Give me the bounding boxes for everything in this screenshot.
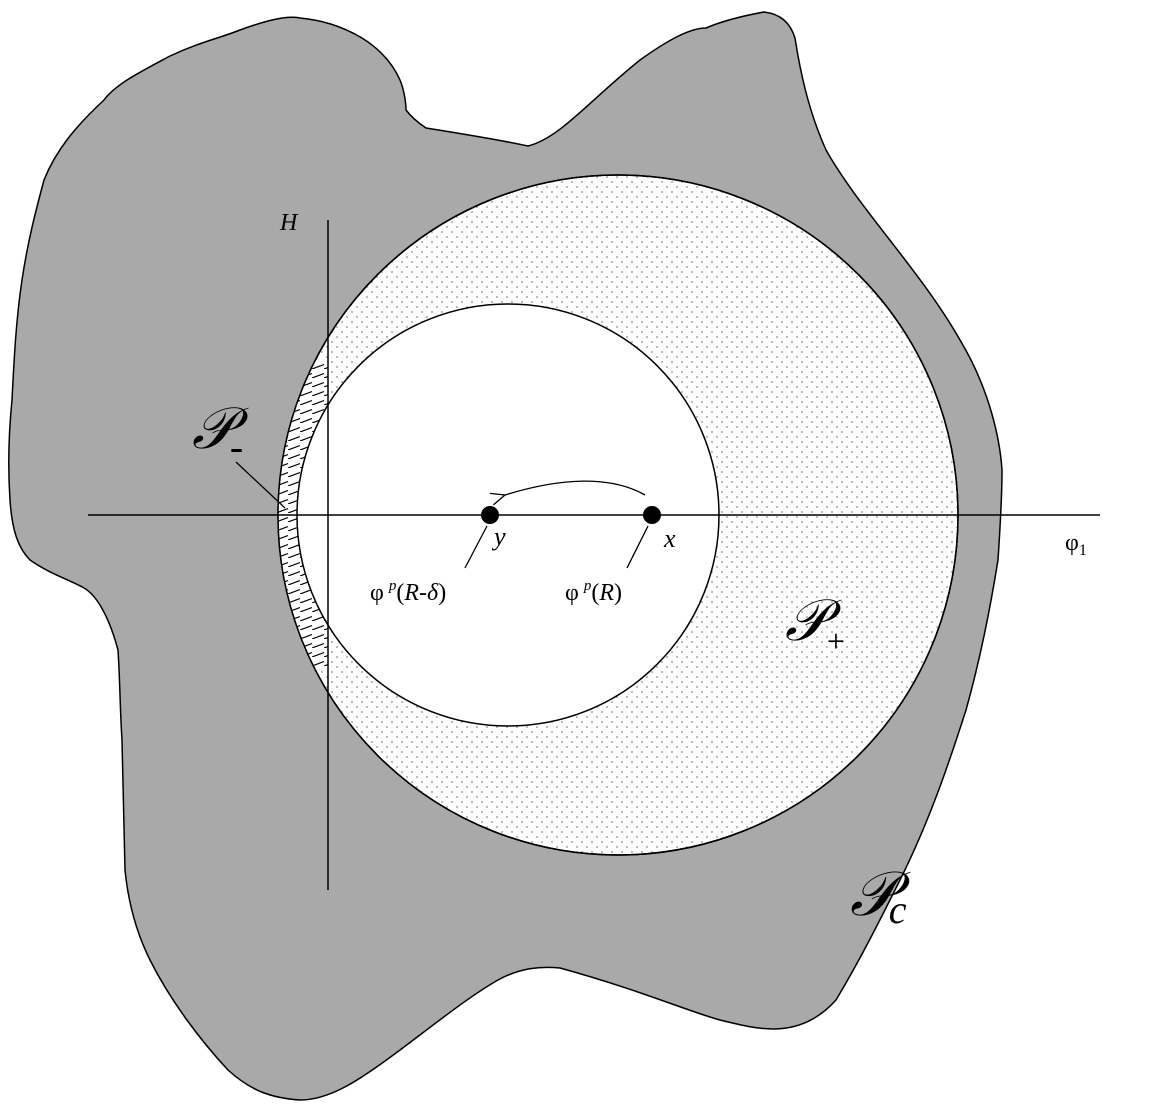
mapping-arrow [489,480,646,506]
point-x [643,506,661,524]
point-y [481,506,499,524]
leader-minus [235,461,286,509]
label-y: y [491,522,506,551]
leader-x [626,525,649,569]
axis-label-H: H [279,210,299,236]
axis-label-phi1: φ1 [1065,530,1087,559]
label-x: x [663,524,676,553]
leader-y [464,525,488,569]
